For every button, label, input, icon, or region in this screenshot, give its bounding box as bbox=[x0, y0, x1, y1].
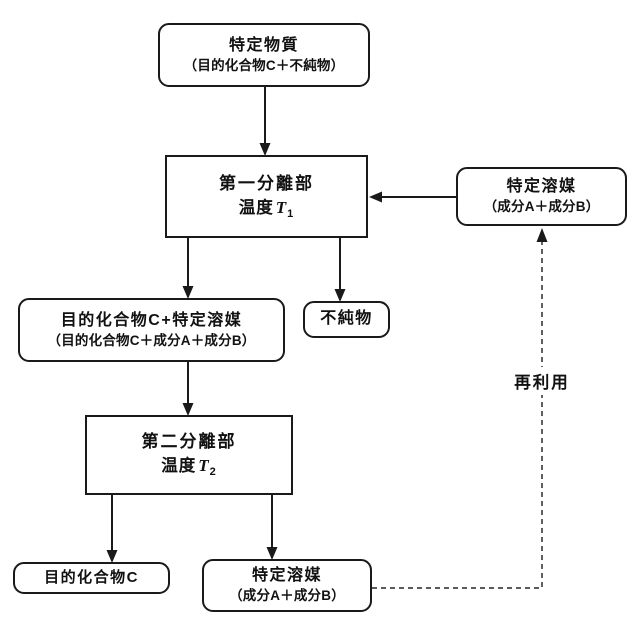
box-title: 目的化合物C bbox=[44, 569, 139, 587]
box-impurities: 不純物 bbox=[303, 301, 390, 338]
box-target-plus-solvent: 目的化合物C+特定溶媒 （目的化合物C＋成分A＋成分B） bbox=[18, 298, 285, 362]
box-specific-substance: 特定物質 （目的化合物C＋不純物） bbox=[158, 23, 370, 87]
box-title: 特定溶媒 bbox=[251, 567, 322, 585]
dashed-recycle-arrow bbox=[372, 228, 548, 589]
temp-subscript: 1 bbox=[287, 207, 295, 220]
arrow-mixture-to-second-separation bbox=[182, 362, 194, 416]
arrow-solvent-to-first-separation bbox=[369, 191, 456, 203]
temp-symbol: T bbox=[275, 197, 288, 217]
box-subtitle: （目的化合物C＋成分A＋成分B） bbox=[47, 332, 256, 348]
box-title: 第一分離部 bbox=[219, 173, 314, 193]
box-title: 目的化合物C+特定溶媒 bbox=[60, 311, 243, 329]
reuse-label: 再利用 bbox=[507, 367, 577, 395]
arrow-substance-to-first-separation bbox=[259, 87, 271, 156]
box-title: 不純物 bbox=[320, 310, 373, 328]
temp-prefix: 温度 bbox=[238, 198, 274, 217]
arrow-first-separation-to-impurities bbox=[334, 238, 346, 302]
temp-subscript: 2 bbox=[209, 466, 217, 479]
temp-symbol: T bbox=[198, 456, 210, 476]
box-title: 第二分離部 bbox=[141, 432, 237, 452]
box-specific-solvent-bottom: 特定溶媒 （成分A＋成分B） bbox=[202, 559, 372, 612]
box-title: 特定溶媒 bbox=[506, 178, 577, 196]
box-title: 特定物質 bbox=[228, 36, 299, 54]
box-specific-solvent-top: 特定溶媒 （成分A＋成分B） bbox=[456, 167, 627, 226]
box-subtitle: （目的化合物C＋不純物） bbox=[183, 57, 345, 73]
arrow-first-separation-to-mixture bbox=[182, 238, 194, 299]
arrow-second-separation-to-solvent bbox=[266, 495, 278, 560]
box-target-compound: 目的化合物C bbox=[13, 562, 170, 594]
box-subtitle: （成分A＋成分B） bbox=[483, 199, 600, 215]
box-subtitle: （成分A＋成分B） bbox=[229, 588, 345, 604]
temp-prefix: 温度 bbox=[161, 457, 197, 476]
arrow-second-separation-to-target bbox=[106, 495, 118, 563]
